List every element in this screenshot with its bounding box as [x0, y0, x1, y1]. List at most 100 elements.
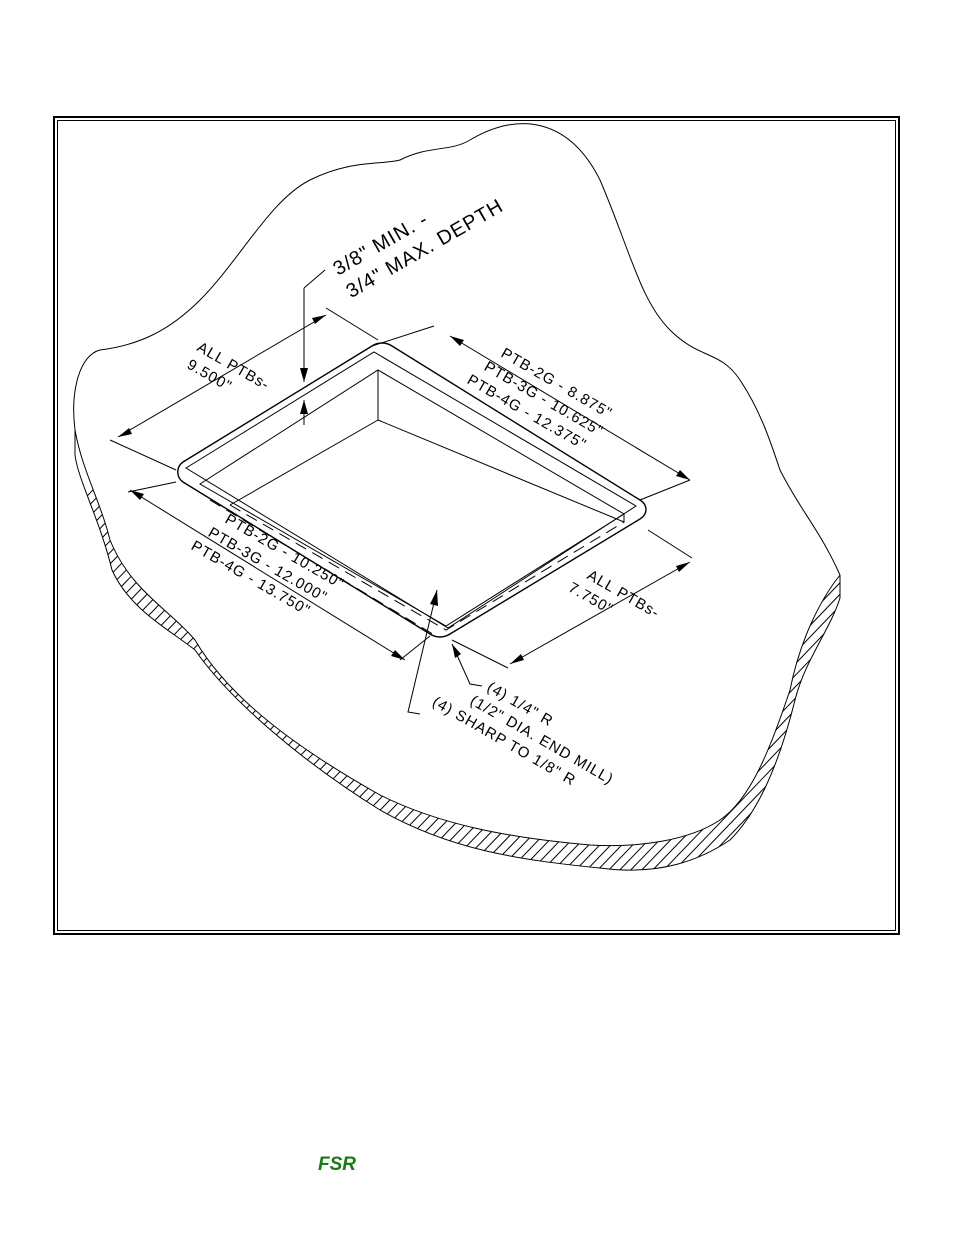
- hatch-line: [216, 430, 678, 871]
- hatch-line: [117, 430, 579, 871]
- hatch-line: [238, 430, 700, 871]
- hatch-line: [888, 420, 954, 900]
- hatch-line: [414, 430, 840, 871]
- hatch-line: [75, 430, 491, 871]
- hatch-line: [502, 430, 840, 871]
- hatch-line: [491, 430, 840, 871]
- hatch-line: [810, 430, 840, 871]
- hatch-line: [150, 430, 612, 871]
- hatch-line: [943, 420, 954, 900]
- hatch-line: [932, 420, 954, 900]
- dimension-width-right: [451, 529, 693, 669]
- hatch-line: [75, 430, 348, 871]
- depth-note: 3/8" MIN. - 3/4" MAX. DEPTH: [330, 195, 508, 303]
- hatch-line: [524, 430, 840, 871]
- hatch-line: [75, 430, 436, 871]
- hatch-line: [866, 420, 954, 900]
- hatch-line: [75, 430, 282, 871]
- hatch-line: [75, 430, 304, 871]
- hatch-line: [921, 420, 954, 900]
- cutout-rim-outer: [177, 342, 647, 638]
- hatch-line: [777, 430, 840, 871]
- pocket-back-left-wall: [229, 370, 379, 506]
- hatch-line: [546, 430, 840, 871]
- drawing-frame-outer: [53, 116, 900, 935]
- hatch-line: [425, 430, 840, 871]
- hatch-line: [832, 430, 840, 871]
- hatch-line: [161, 430, 623, 871]
- hatch-line: [535, 430, 840, 871]
- hatch-line: [689, 430, 840, 871]
- hatch-line: [95, 430, 557, 871]
- hatch-line: [75, 430, 238, 871]
- fsr-logo: FSR: [318, 1154, 356, 1175]
- hatch-line: [667, 430, 840, 871]
- leader-corner-radius: [451, 643, 483, 687]
- hatch-line: [75, 430, 447, 871]
- hatch-line: [75, 430, 403, 871]
- dimension-width-left: [109, 307, 379, 471]
- hatch-line: [513, 430, 840, 871]
- hatch-line: [75, 430, 205, 871]
- hatch-line: [722, 430, 840, 871]
- hatch-line: [579, 430, 840, 871]
- material-top-face-edge: [74, 429, 841, 847]
- hatch-line: [75, 430, 381, 871]
- hatch-line: [370, 430, 832, 871]
- hatch-line: [744, 430, 840, 871]
- left-width-note: ALL PTBs- 9.500": [184, 339, 273, 395]
- hatch-line: [75, 430, 315, 871]
- hatch-line: [271, 430, 733, 871]
- hatch-line: [249, 430, 711, 871]
- hatch-line: [733, 430, 840, 871]
- hatch-line: [139, 430, 601, 871]
- hatch-line: [304, 430, 766, 871]
- hatch-line: [326, 430, 788, 871]
- dimension-length-top: [371, 325, 691, 501]
- hatch-line: [700, 430, 840, 871]
- material-outline: [73, 123, 841, 576]
- hatch-line: [75, 430, 370, 871]
- hatch-line: [601, 430, 840, 871]
- leader-sharp-corner: [407, 589, 438, 715]
- hatch-line: [75, 430, 414, 871]
- hatch-line: [75, 430, 458, 871]
- hatch-line: [436, 430, 840, 871]
- hatch-line: [227, 430, 689, 871]
- hatch-line: [75, 430, 392, 871]
- hatch-line: [799, 430, 840, 871]
- hatch-line: [75, 430, 513, 871]
- hatch-line: [75, 430, 249, 871]
- hatch-line: [612, 430, 840, 871]
- hatch-line: [590, 430, 840, 871]
- hatch-line: [469, 430, 840, 871]
- hatch-line: [106, 430, 568, 871]
- hatch-line: [75, 430, 194, 871]
- hatch-line: [899, 420, 954, 900]
- hatch-line: [359, 430, 821, 871]
- hatch-line: [844, 420, 954, 900]
- hatch-line: [392, 430, 840, 871]
- hatch-line: [75, 430, 359, 871]
- hatch-line: [75, 430, 502, 871]
- hatch-line: [75, 430, 425, 871]
- right-width-note: ALL PTBs- 7.750": [565, 567, 662, 622]
- dimension-length-bottom: [127, 481, 431, 661]
- hatch-line: [315, 430, 777, 871]
- hatch-line: [75, 430, 216, 871]
- hatch-line: [656, 430, 840, 871]
- hatch-line: [75, 430, 326, 871]
- hatch-line: [634, 430, 840, 871]
- hatch-line: [75, 430, 337, 871]
- hatch-line: [755, 430, 840, 871]
- drawing-frame-inner: [57, 120, 896, 931]
- hatch-line: [821, 430, 840, 871]
- hatch-line: [623, 430, 840, 871]
- hatch-line: [337, 430, 799, 871]
- hatch-line: [678, 430, 840, 871]
- hatch-line: [855, 420, 954, 900]
- hatch-line: [788, 430, 840, 871]
- cutout-rim-inner-line-1: [185, 351, 637, 629]
- pocket-hidden-edge-2: [209, 499, 437, 637]
